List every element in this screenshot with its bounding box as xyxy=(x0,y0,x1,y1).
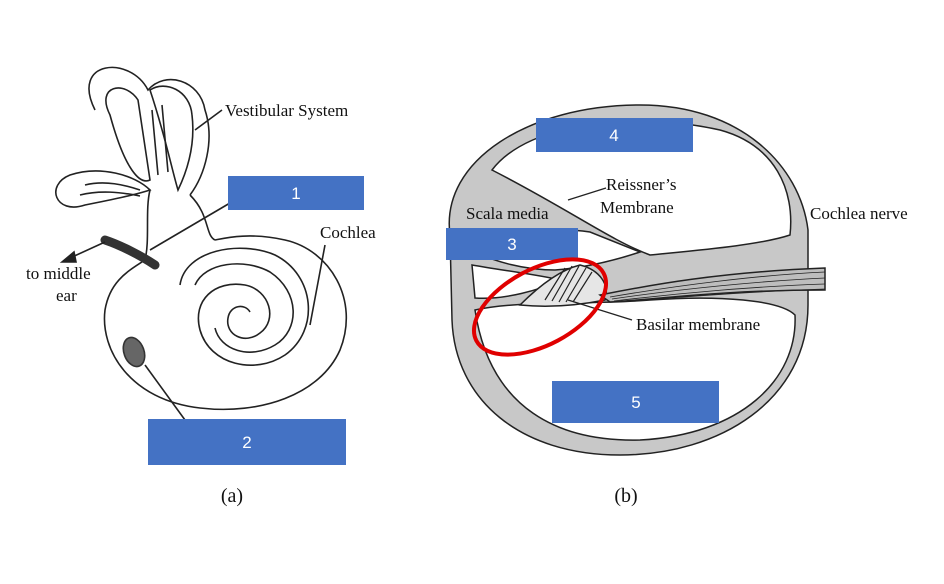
answer-box-5 xyxy=(552,381,719,423)
caption-a: (a) xyxy=(221,485,243,507)
leader-box2 xyxy=(144,364,186,421)
semicircular-canal-loop-2 xyxy=(149,85,194,193)
label-cochlea-nerve: Cochlea nerve xyxy=(810,204,908,223)
answer-box-4 xyxy=(536,118,693,152)
hair-cells xyxy=(544,265,593,303)
answer-box-3-label: 3 xyxy=(507,235,516,254)
arrow-head xyxy=(59,250,77,263)
answer-box-4-label: 4 xyxy=(609,126,618,145)
leader-cochlea xyxy=(309,244,326,326)
leader-reissner xyxy=(567,187,607,201)
caption-b: (b) xyxy=(614,485,637,507)
label-to-middle-ear-line1: to middle xyxy=(26,264,91,283)
panel-b-leaders xyxy=(567,187,633,321)
leader-box1 xyxy=(149,202,231,251)
label-cochlea: Cochlea xyxy=(320,223,376,242)
answer-box-3 xyxy=(446,228,578,260)
canal-inner-lines xyxy=(79,104,169,197)
answer-box-1 xyxy=(228,176,364,210)
answer-box-2 xyxy=(148,419,346,465)
leader-vestibular xyxy=(194,109,223,131)
label-reissners-line2: Membrane xyxy=(600,198,674,217)
nerve-fibres xyxy=(609,271,826,303)
oval-window xyxy=(100,235,160,270)
label-reissners-line1: Reissner’s xyxy=(606,175,677,194)
cochlea-nerve-bundle xyxy=(598,267,826,303)
leader-basilar xyxy=(567,299,633,321)
label-basilar-membrane: Basilar membrane xyxy=(636,315,760,334)
answer-box-2-label: 2 xyxy=(242,433,251,452)
semicircular-canal-loop-1 xyxy=(105,87,151,182)
cochlea-spiral-inner xyxy=(194,263,294,353)
label-scala-media: Scala media xyxy=(466,204,549,223)
highlight-ring xyxy=(471,257,609,357)
arrow-middle-ear xyxy=(69,241,106,259)
semicircular-canal-outer xyxy=(88,66,210,196)
semicircular-canal-loop-3 xyxy=(55,170,152,208)
panel-a xyxy=(55,66,348,421)
cochlea-spiral xyxy=(179,247,310,366)
round-window xyxy=(122,336,146,368)
organ-of-corti xyxy=(518,264,607,307)
label-vestibular-system: Vestibular System xyxy=(225,101,348,120)
label-to-middle-ear-line2: ear xyxy=(56,286,77,305)
answer-box-1-label: 1 xyxy=(291,184,300,203)
vestibule-outline xyxy=(103,189,348,411)
answer-box-5-label: 5 xyxy=(631,393,640,412)
